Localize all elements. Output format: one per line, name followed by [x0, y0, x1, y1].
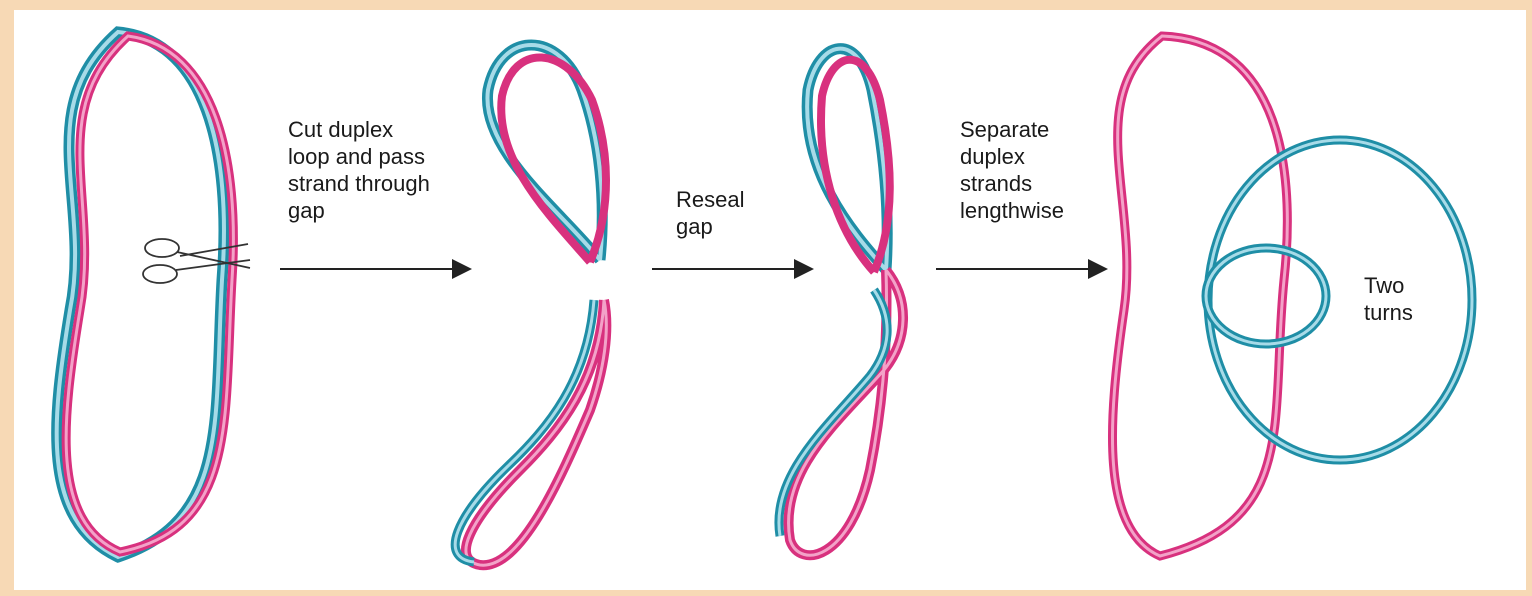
step-label-2: Reseal gap: [676, 186, 744, 240]
separated-cyan-strand: [1206, 140, 1472, 460]
separated-pink-strand: [1112, 36, 1287, 556]
duplex-loop-resealed: [779, 49, 903, 556]
step-label-3: Separate duplex strands lengthwise: [960, 116, 1064, 224]
result-label: Two turns: [1364, 272, 1413, 326]
step-label-1: Cut duplex loop and pass strand through …: [288, 116, 430, 224]
duplex-loop-cut: [455, 45, 606, 565]
duplex-loop-relaxed: [57, 32, 234, 557]
